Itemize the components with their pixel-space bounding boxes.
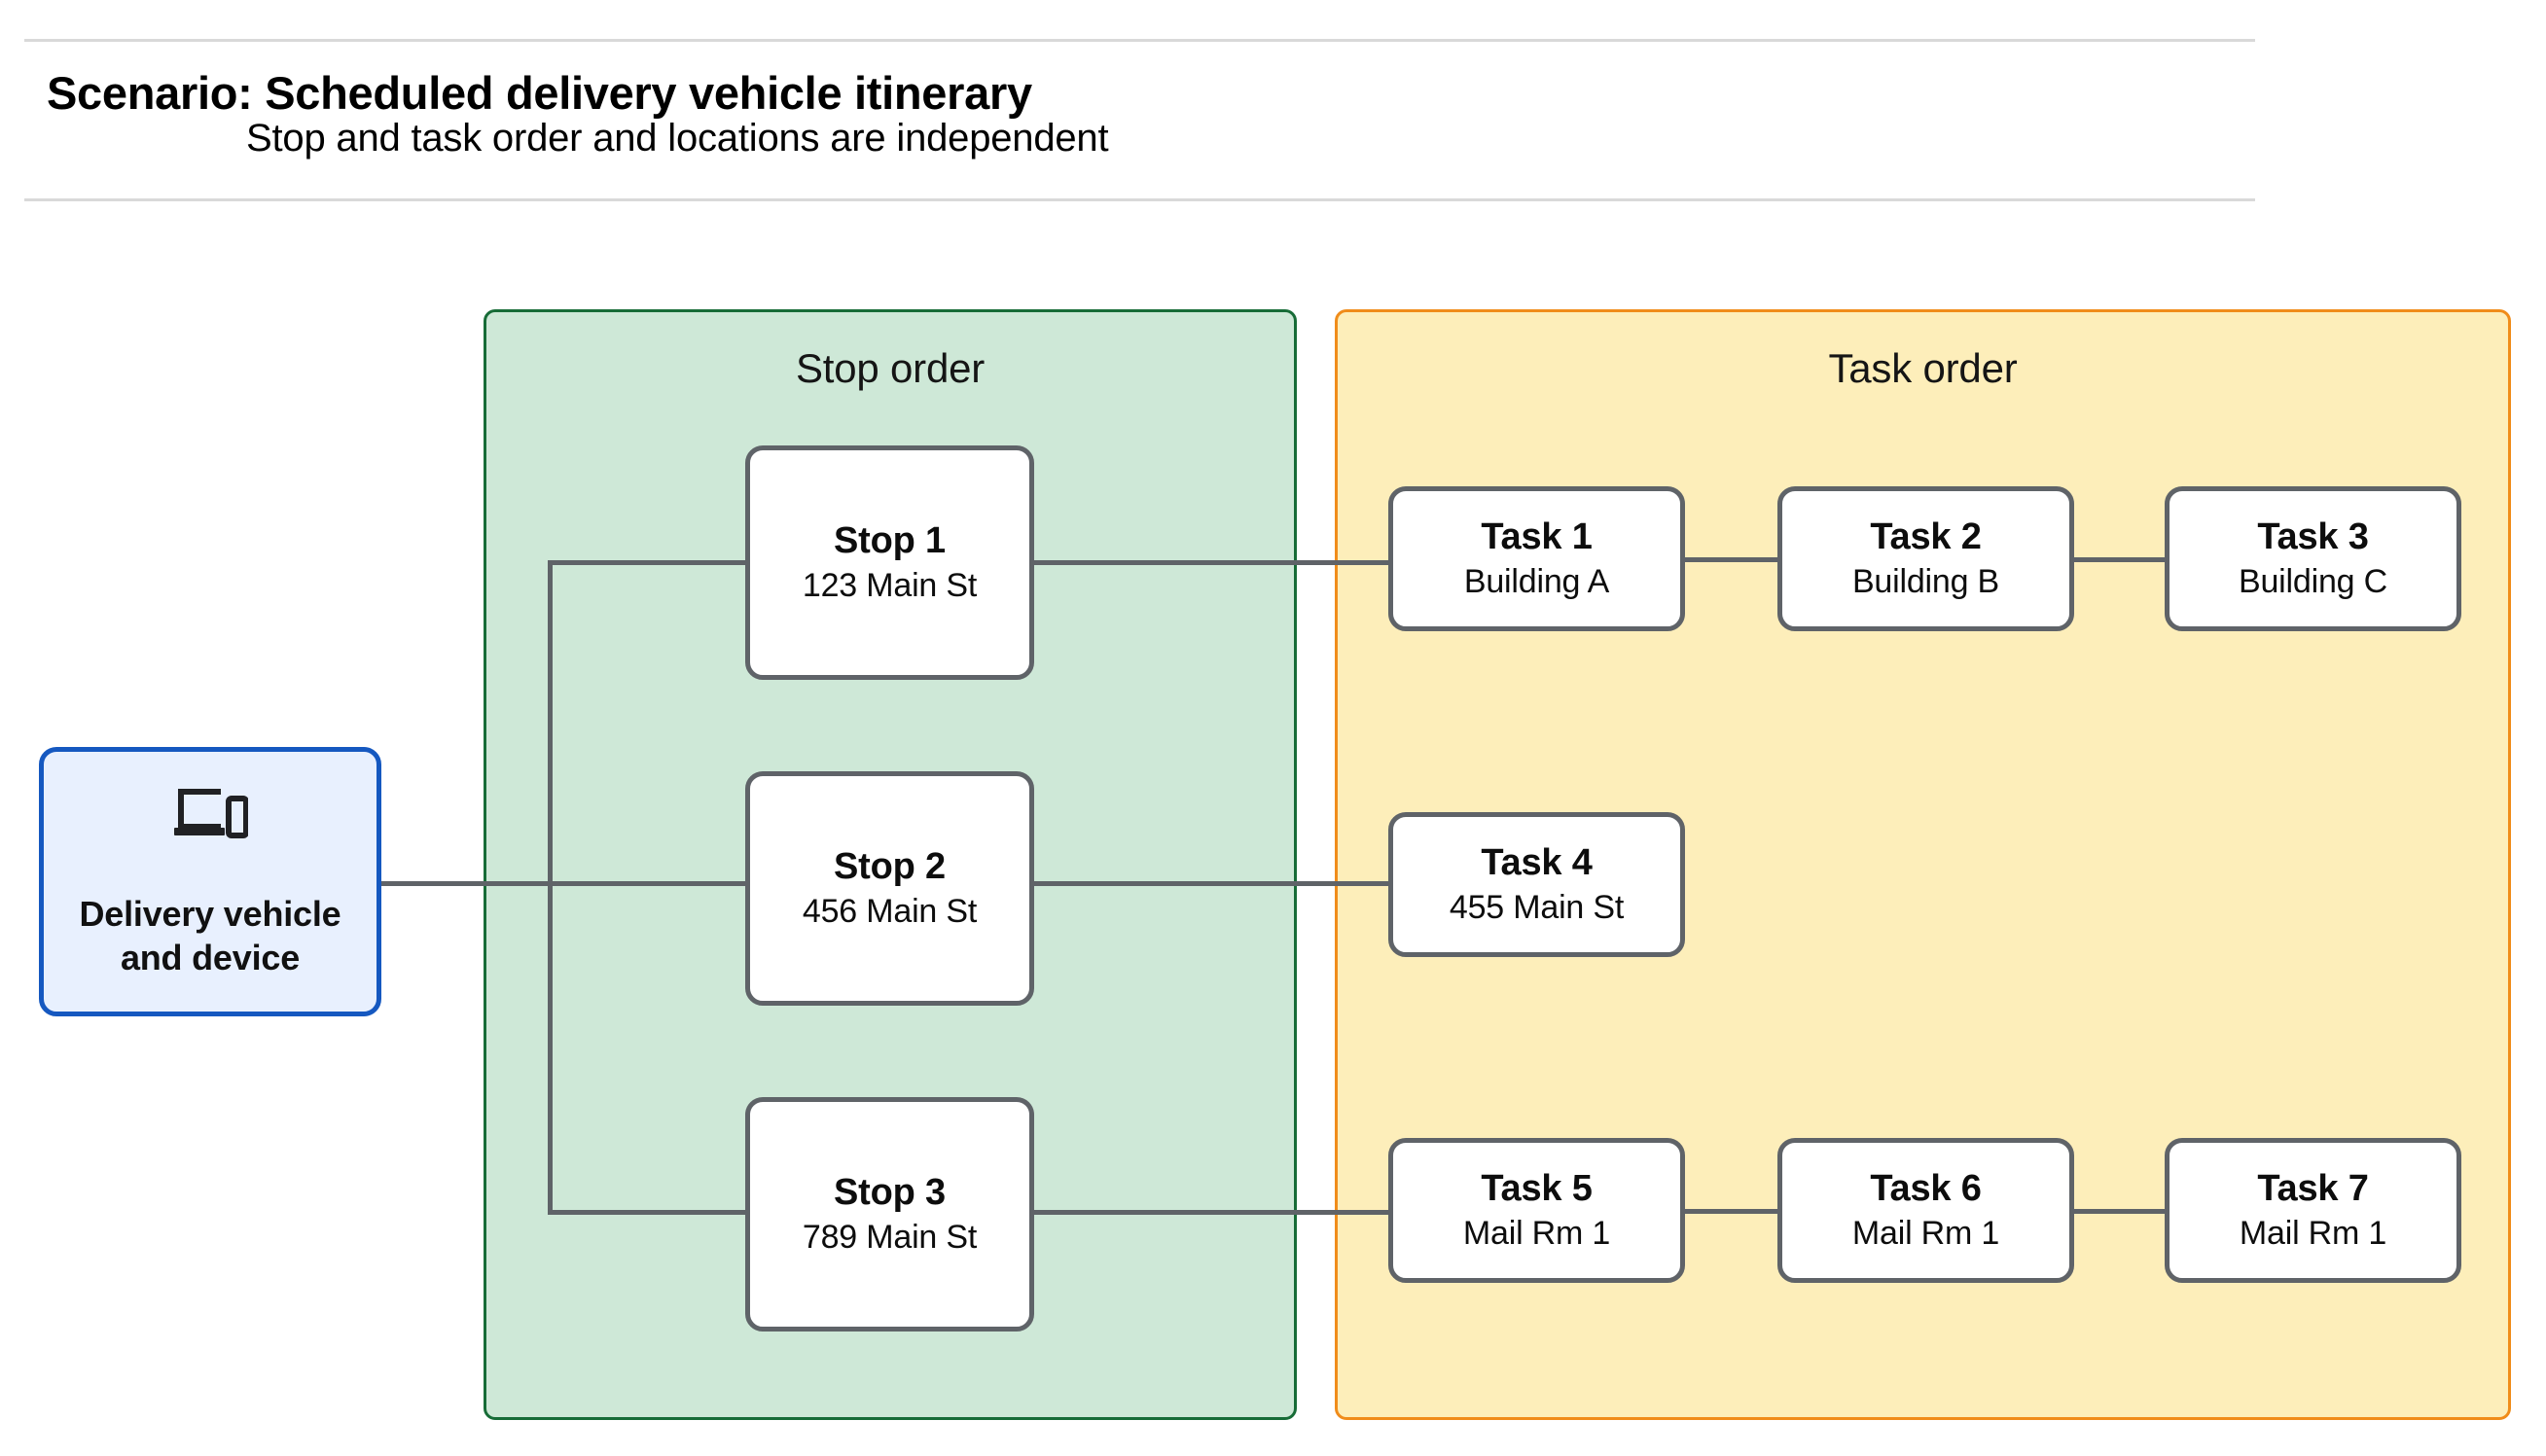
stop-node-1[interactable]: Stop 1 123 Main St (745, 445, 1034, 680)
task-node-4[interactable]: Task 4 455 Main St (1388, 812, 1685, 957)
header-divider-bottom (24, 198, 2255, 201)
connector-trunk-to-stop-3 (548, 1210, 748, 1215)
stop-node-3-address: 789 Main St (802, 1218, 978, 1256)
task-order-group-title: Task order (1828, 345, 2018, 391)
page-title: Scenario: Scheduled delivery vehicle iti… (47, 67, 1032, 119)
devices-icon (172, 785, 249, 843)
task-node-5-location: Mail Rm 1 (1462, 1214, 1611, 1252)
task-node-2-location: Building B (1851, 562, 2000, 600)
task-node-3-title: Task 3 (2257, 515, 2369, 557)
task-node-4-location: 455 Main St (1449, 888, 1625, 926)
task-node-1-location: Building A (1463, 562, 1610, 600)
task-node-5-title: Task 5 (1481, 1167, 1593, 1209)
task-node-2[interactable]: Task 2 Building B (1777, 486, 2074, 631)
stop-node-1-title: Stop 1 (834, 519, 946, 561)
connector-trunk-to-stop-2 (548, 881, 748, 886)
task-node-3[interactable]: Task 3 Building C (2165, 486, 2461, 631)
stop-node-3-title: Stop 3 (834, 1171, 946, 1213)
task-node-6-location: Mail Rm 1 (1851, 1214, 2000, 1252)
delivery-vehicle-label: Delivery vehicle and device (80, 892, 341, 979)
stop-node-2-title: Stop 2 (834, 845, 946, 887)
stop-order-group-title: Stop order (795, 345, 986, 391)
task-node-4-title: Task 4 (1481, 841, 1593, 883)
delivery-vehicle-node[interactable]: Delivery vehicle and device (39, 747, 381, 1016)
connector-task-6-to-task-7 (2071, 1209, 2167, 1214)
connector-trunk-to-stop-1 (548, 560, 748, 565)
connector-task-5-to-task-6 (1682, 1209, 1779, 1214)
task-node-6-title: Task 6 (1870, 1167, 1982, 1209)
task-node-1-title: Task 1 (1481, 515, 1593, 557)
stop-node-2-address: 456 Main St (802, 892, 978, 930)
connector-stop-1-to-task-1 (1031, 560, 1391, 565)
task-node-7[interactable]: Task 7 Mail Rm 1 (2165, 1138, 2461, 1283)
connector-task-1-to-task-2 (1682, 557, 1779, 562)
header-divider-top (24, 39, 2255, 42)
task-node-6[interactable]: Task 6 Mail Rm 1 (1777, 1138, 2074, 1283)
task-node-5[interactable]: Task 5 Mail Rm 1 (1388, 1138, 1685, 1283)
task-node-7-location: Mail Rm 1 (2239, 1214, 2387, 1252)
connector-stop-3-to-task-5 (1031, 1210, 1391, 1215)
stop-node-2[interactable]: Stop 2 456 Main St (745, 771, 1034, 1006)
connector-stop-2-to-task-4 (1031, 881, 1391, 886)
connector-task-2-to-task-3 (2071, 557, 2167, 562)
stop-node-3[interactable]: Stop 3 789 Main St (745, 1097, 1034, 1332)
task-node-2-title: Task 2 (1870, 515, 1982, 557)
stop-node-1-address: 123 Main St (802, 566, 978, 604)
task-node-3-location: Building C (2239, 562, 2387, 600)
connector-vehicle-to-trunk (381, 881, 553, 886)
delivery-vehicle-label-line-2: and device (120, 937, 301, 977)
task-node-1[interactable]: Task 1 Building A (1388, 486, 1685, 631)
connector-trunk-vertical (548, 560, 553, 1215)
page-subtitle: Stop and task order and locations are in… (246, 117, 1109, 160)
task-node-7-title: Task 7 (2257, 1167, 2369, 1209)
delivery-vehicle-label-line-1: Delivery vehicle (79, 893, 341, 934)
